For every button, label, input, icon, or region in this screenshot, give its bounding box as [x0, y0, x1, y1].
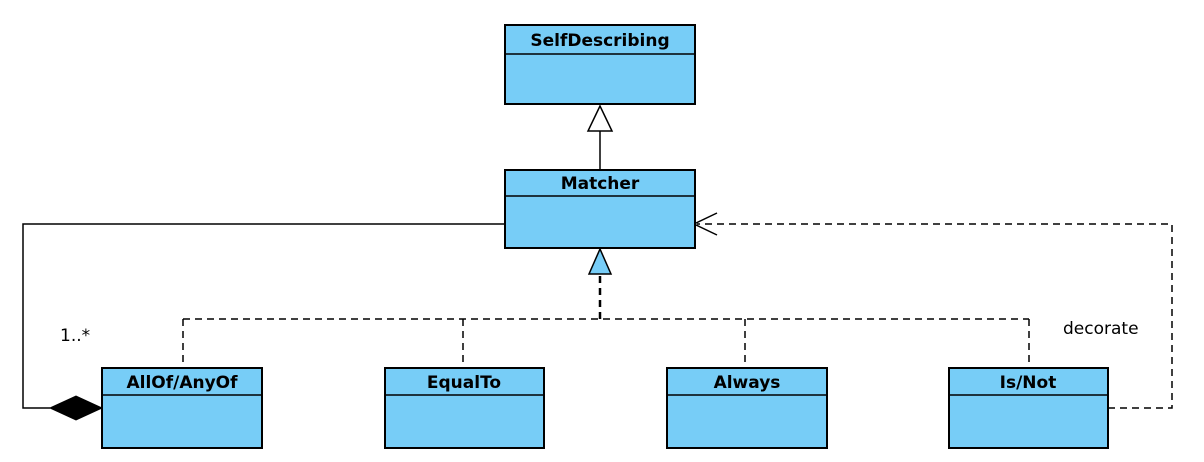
class-name: AllOf/AnyOf: [126, 373, 238, 393]
class-name: Is/Not: [1000, 373, 1057, 393]
class-equalto[interactable]: EqualTo: [384, 367, 545, 449]
generalization-matcher-selfdescribing: [586, 104, 614, 170]
class-matcher[interactable]: Matcher: [504, 169, 696, 249]
filled-diamond: [48, 395, 104, 421]
multiplicity-label: 1..*: [60, 326, 90, 346]
class-name: Always: [714, 373, 781, 393]
class-selfdescribing[interactable]: SelfDescribing: [504, 24, 696, 105]
class-name: EqualTo: [427, 373, 501, 393]
hollow-triangle-arrowhead: [586, 104, 614, 132]
class-name: SelfDescribing: [530, 31, 669, 51]
class-is-not[interactable]: Is/Not: [948, 367, 1109, 449]
realization-arrowhead: [587, 247, 613, 275]
realization-tree: [182, 318, 1030, 368]
class-allof-anyof[interactable]: AllOf/AnyOf: [101, 367, 263, 449]
decorate-label: decorate: [1063, 319, 1139, 339]
class-always[interactable]: Always: [666, 367, 828, 449]
composition-allof-matcher: [22, 223, 505, 421]
class-name: Matcher: [561, 174, 640, 194]
